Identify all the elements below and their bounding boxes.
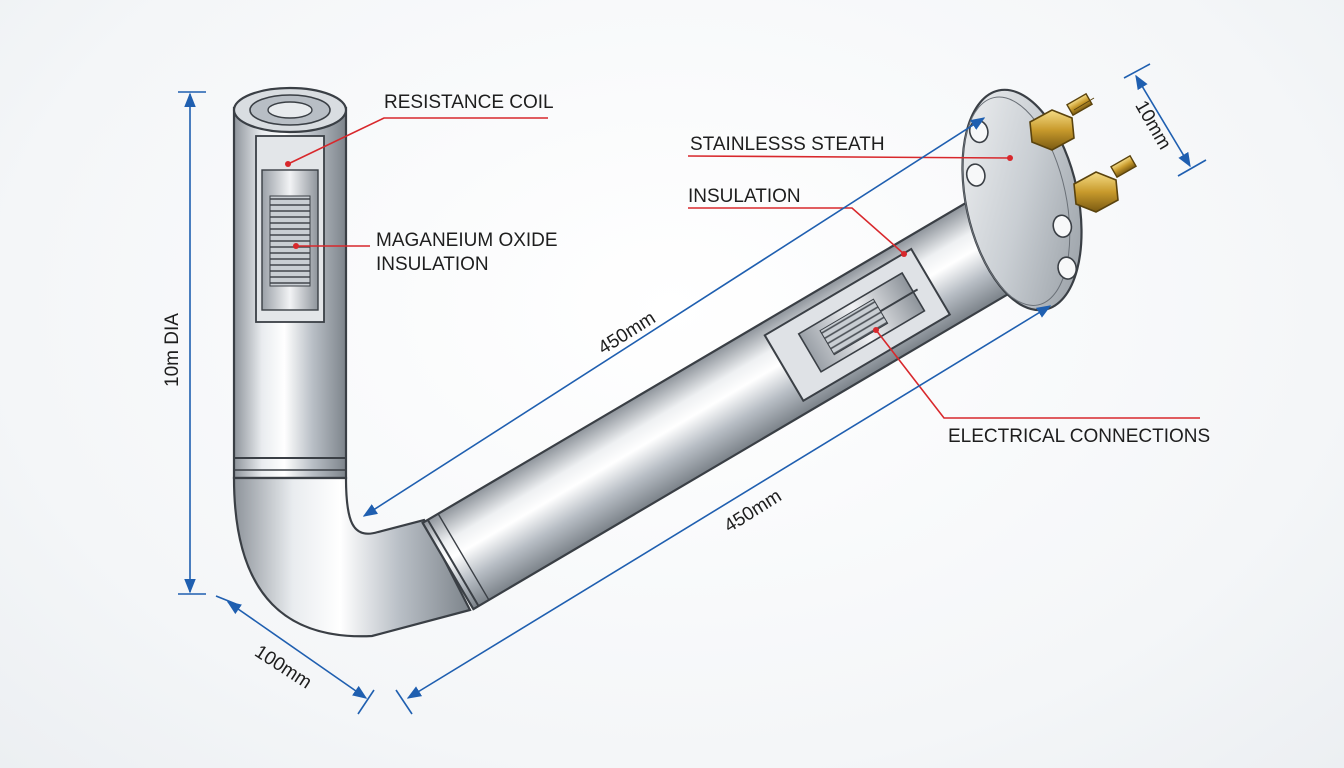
label-resistance-coil: RESISTANCE COIL	[384, 92, 554, 113]
dim-label-vertical: 10m DIA	[162, 313, 183, 387]
label-magnesium-line1: MAGANEIUM OXIDE	[376, 230, 558, 251]
vertical-cutaway	[255, 135, 325, 323]
leader-insulation	[688, 207, 905, 255]
dim-lower-length	[406, 305, 1052, 699]
component-labels: RESISTANCE COIL MAGANEIUM OXIDE INSULATI…	[376, 92, 1210, 447]
terminal-upper	[1029, 92, 1095, 151]
label-electrical-connections: ELECTRICAL CONNECTIONS	[948, 426, 1210, 447]
resistance-coil-vertical	[269, 195, 311, 287]
pipe-bend	[232, 476, 472, 638]
dimension-lines	[178, 63, 1207, 715]
flange-hole	[1052, 214, 1073, 238]
label-magnesium-line2: INSULATION	[376, 254, 489, 275]
pipe-body	[232, 86, 1029, 638]
dim-label-flange: 10mm	[1130, 97, 1175, 153]
dim-label-lower-length: 450mm	[721, 486, 786, 537]
dim-label-bend-width: 100mm	[251, 641, 316, 693]
flange-hole	[1057, 256, 1078, 280]
label-stainless-sheath: STAINLESSS STEATH	[690, 134, 885, 155]
label-insulation: INSULATION	[688, 186, 801, 207]
diagonal-leg	[421, 196, 1027, 611]
dim-bend-width	[226, 601, 368, 699]
terminal-lower	[1073, 154, 1138, 213]
dim-flange	[1135, 74, 1191, 168]
